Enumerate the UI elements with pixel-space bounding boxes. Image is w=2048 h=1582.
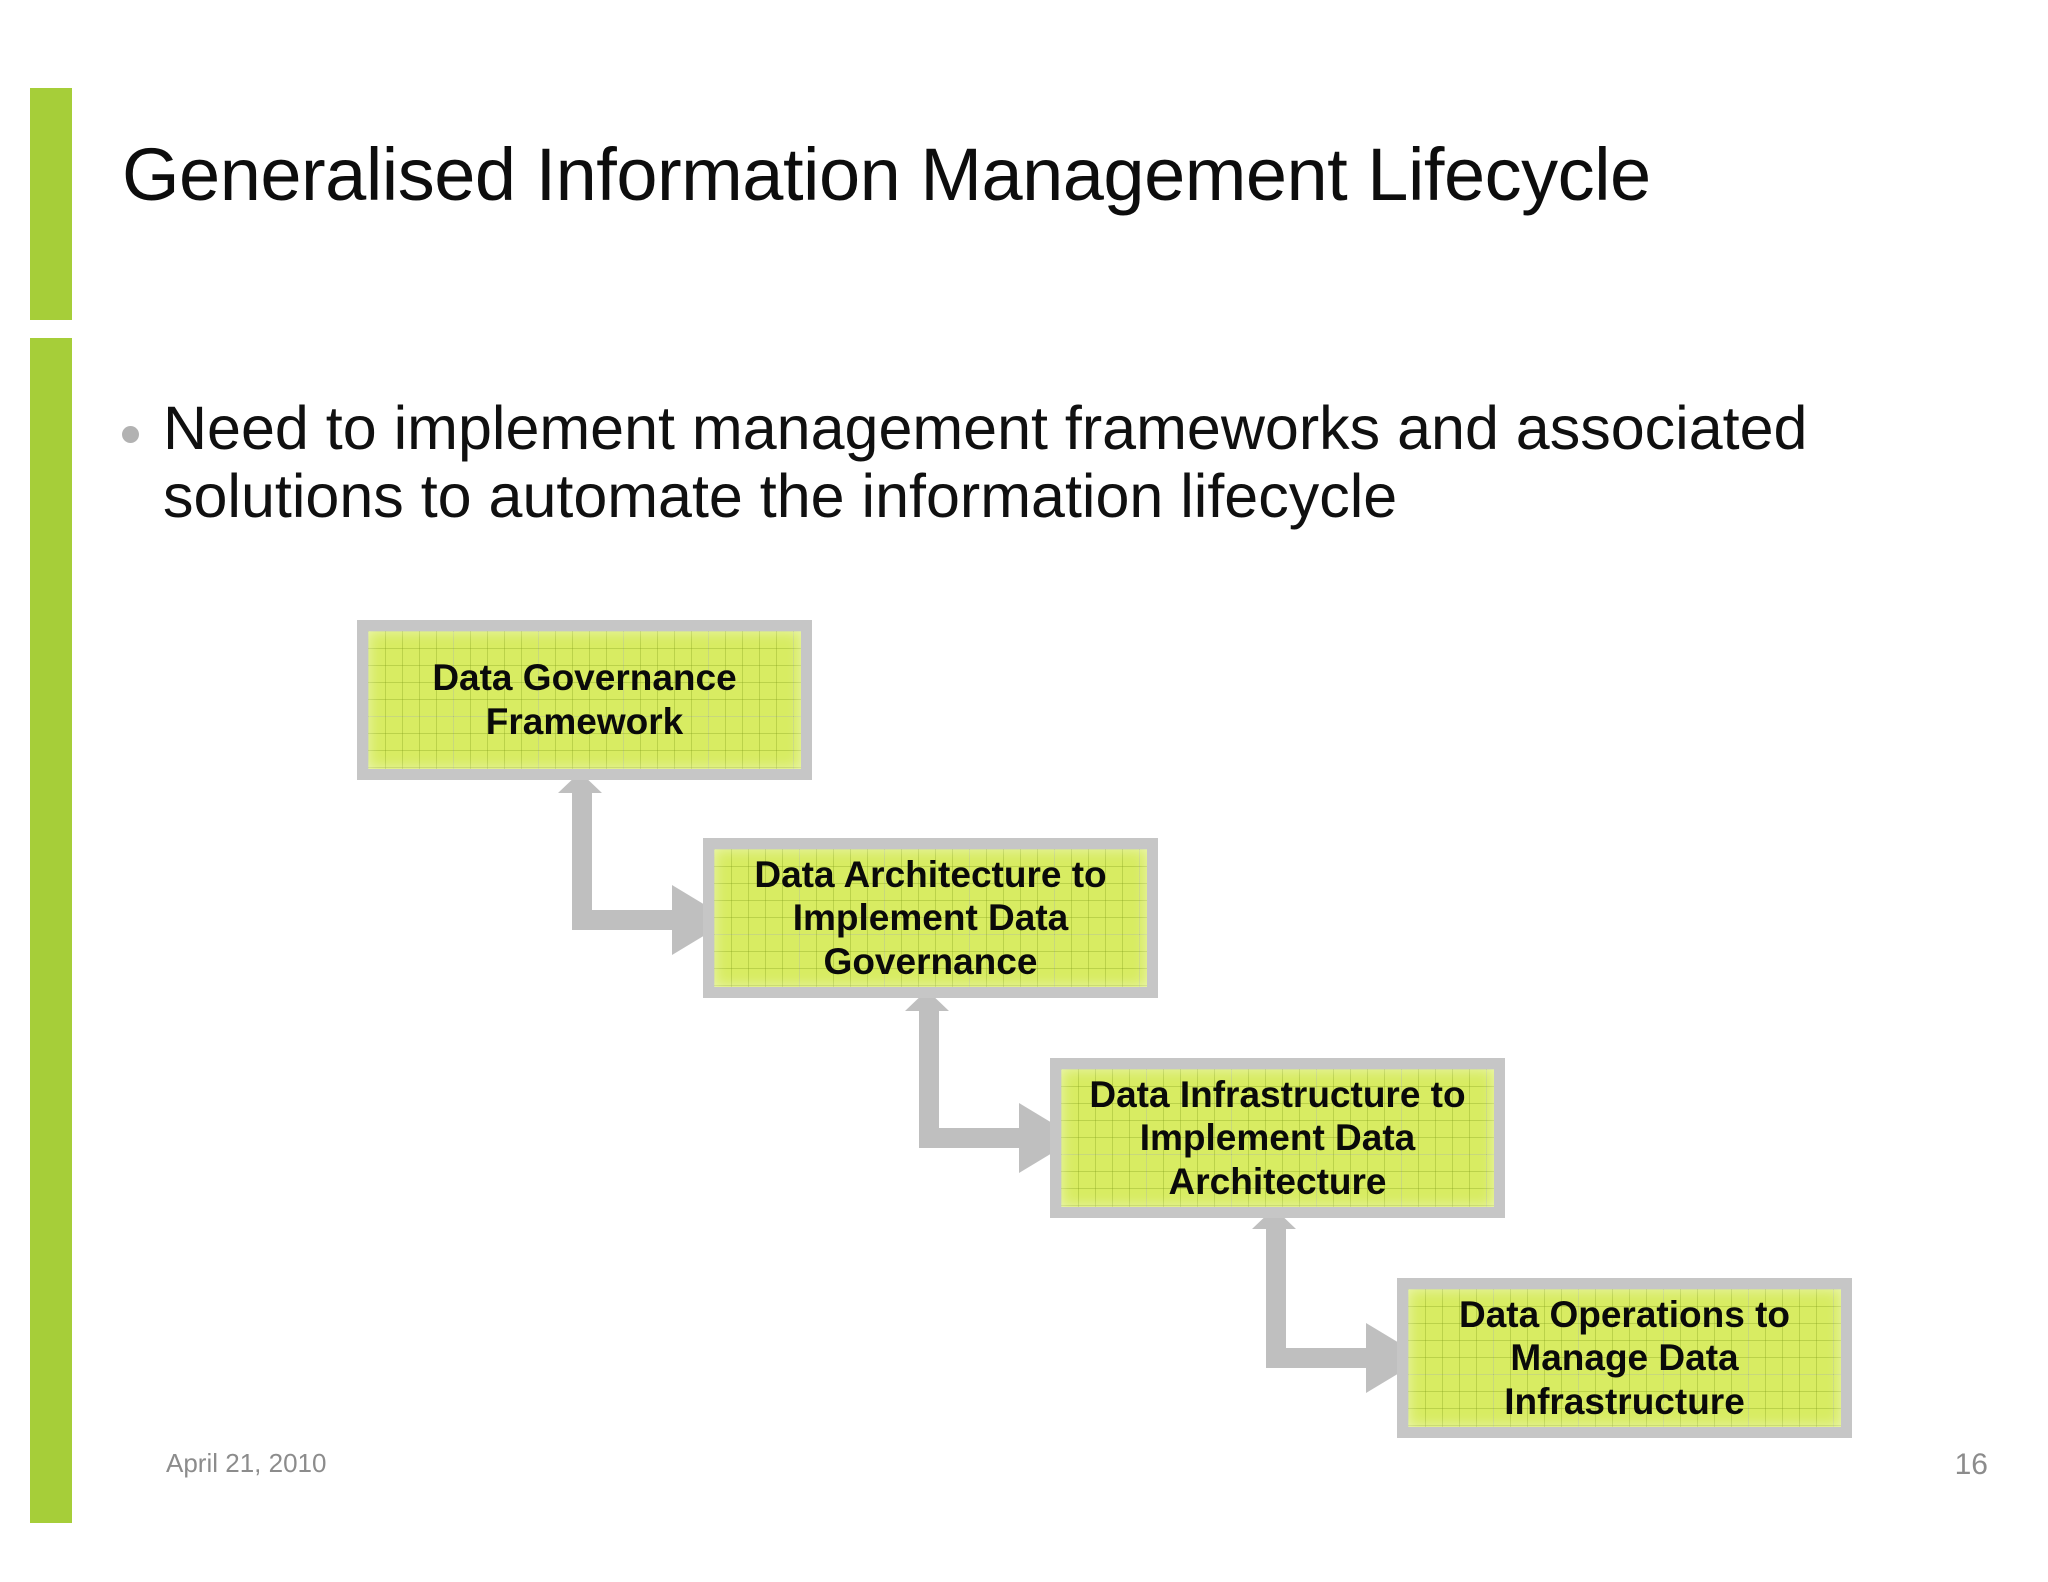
flow-node-data-operations[interactable]: Data Operations to Manage Data Infrastru…: [1397, 1278, 1852, 1438]
footer-date: April 21, 2010: [166, 1448, 327, 1478]
bullet-item-text: Need to implement management frameworks …: [163, 394, 1808, 531]
flow-node-label: Data Operations to Manage Data Infrastru…: [1459, 1293, 1790, 1422]
bullet-dot-icon: [122, 426, 139, 443]
flow-node-surface: Data Governance Framework: [368, 631, 801, 769]
accent-bar-bottom: [30, 338, 72, 1523]
flow-node-label: Data Governance Framework: [432, 657, 737, 742]
flow-node-surface: Data Operations to Manage Data Infrastru…: [1408, 1289, 1841, 1427]
flow-node-data-governance-framework[interactable]: Data Governance Framework: [357, 620, 812, 780]
bullet-list: Need to implement management frameworks …: [122, 394, 1922, 531]
accent-bar-top: [30, 88, 72, 320]
flow-node-label: Data Architecture to Implement Data Gove…: [754, 853, 1107, 982]
flow-node-data-infrastructure[interactable]: Data Infrastructure to Implement Data Ar…: [1050, 1058, 1505, 1218]
flow-node-data-architecture[interactable]: Data Architecture to Implement Data Gove…: [703, 838, 1158, 998]
flow-node-surface: Data Infrastructure to Implement Data Ar…: [1061, 1069, 1494, 1207]
flow-node-surface: Data Architecture to Implement Data Gove…: [714, 849, 1147, 987]
flow-node-label: Data Infrastructure to Implement Data Ar…: [1089, 1073, 1466, 1202]
page-title: Generalised Information Management Lifec…: [122, 133, 1651, 216]
footer-page-number: 16: [1954, 1448, 1988, 1481]
